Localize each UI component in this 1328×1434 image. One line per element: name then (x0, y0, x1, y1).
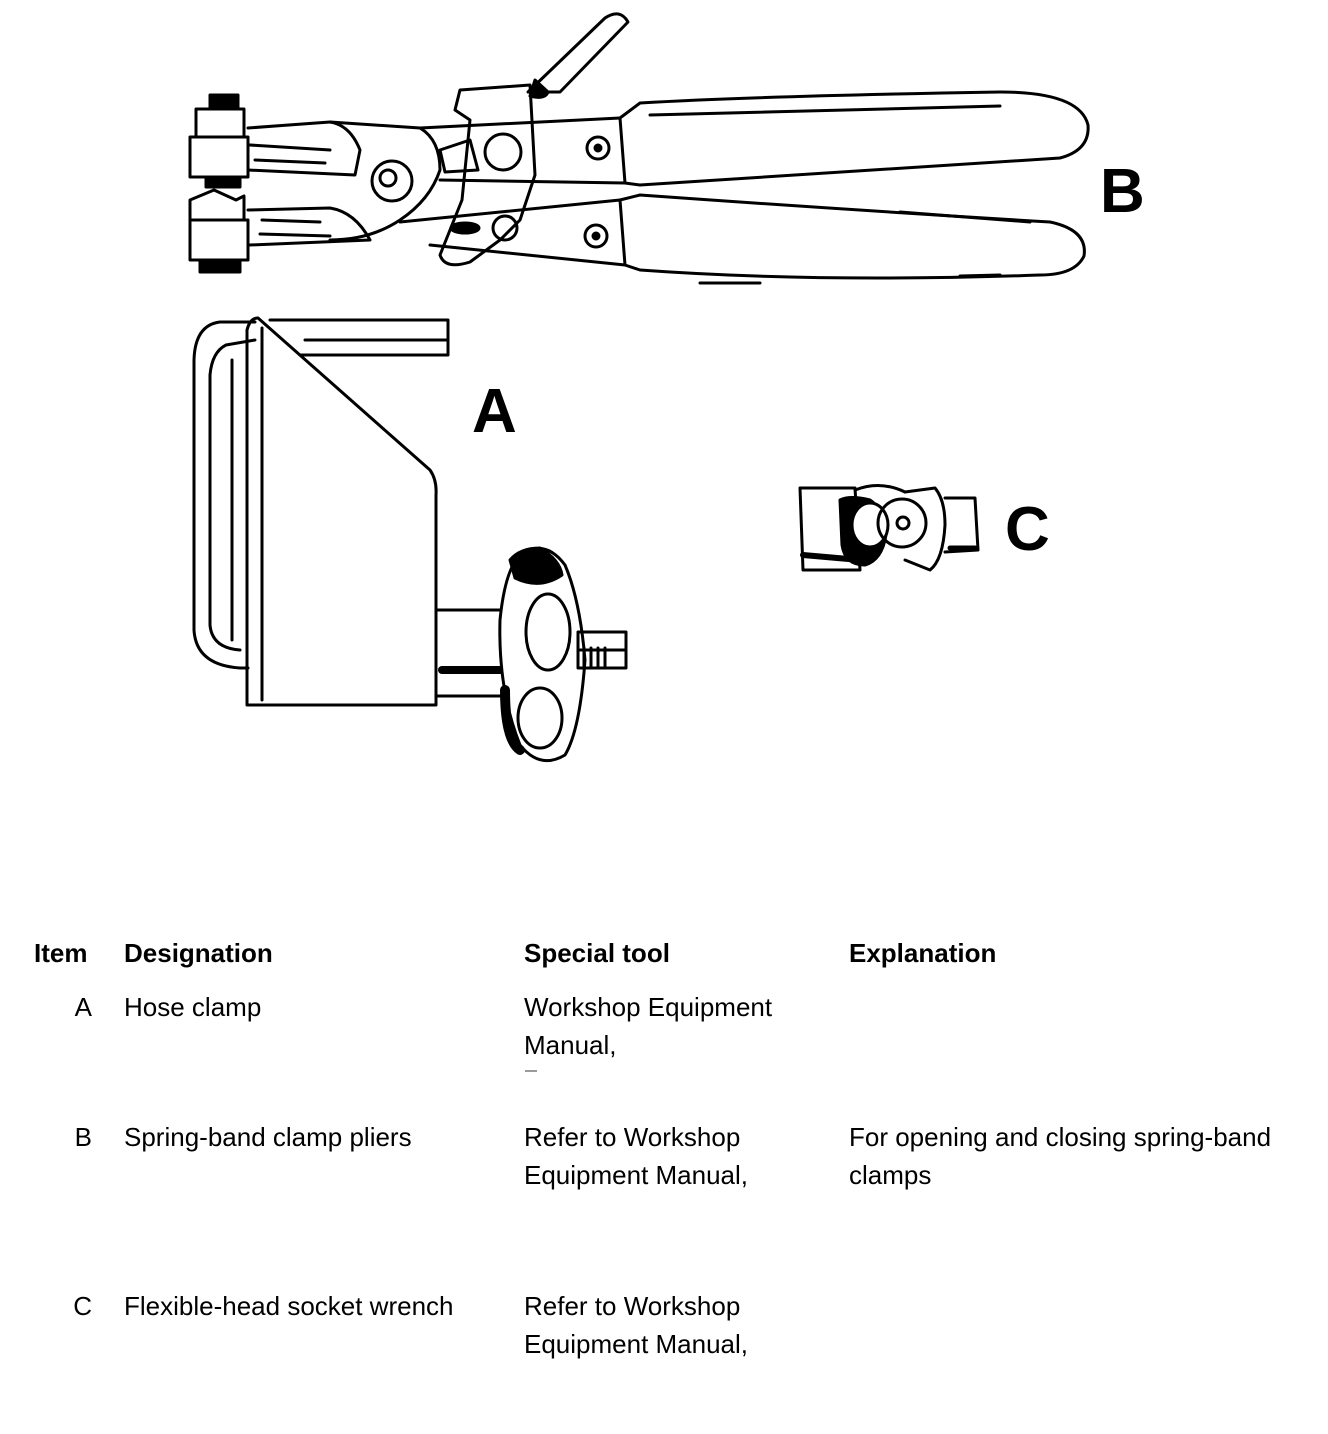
row-special-tool-line-1: Refer to Workshop (524, 1291, 741, 1321)
hose-clamp-drawing (192, 316, 628, 763)
row-designation: Flexible-head socket wrench (124, 1291, 454, 1321)
callout-c: C (1005, 495, 1050, 564)
header-special-tool: Special tool (524, 938, 670, 968)
callout-b: B (1100, 157, 1145, 226)
row-explanation-line-2: clamps (849, 1160, 932, 1190)
row-special-tool-line-2: Equipment Manual, (524, 1329, 749, 1359)
callout-a: A (472, 377, 517, 446)
row-item-label: A (74, 992, 92, 1022)
spring-band-clamp-pliers-drawing (188, 12, 1090, 285)
row-special-tool-line-2: Equipment Manual, (524, 1160, 749, 1190)
row-special-tool-line-2: Manual, (524, 1030, 617, 1060)
row-special-tool-line-1: Workshop Equipment (524, 992, 773, 1022)
row-item-label: C (73, 1291, 92, 1321)
header-designation: Designation (124, 938, 273, 968)
row-item-label: B (74, 1122, 92, 1152)
header-explanation: Explanation (849, 938, 997, 968)
row-special-tool-line-1: Refer to Workshop (524, 1122, 741, 1152)
special-tools-illustration: B A C (188, 12, 1145, 763)
header-item: Item (34, 938, 88, 968)
flexible-head-socket-drawing (798, 484, 980, 572)
row-explanation-line-1: For opening and closing spring-band (849, 1122, 1272, 1152)
row-designation: Hose clamp (124, 992, 262, 1022)
cut-off-text-mark (525, 1070, 537, 1072)
row-designation: Spring-band clamp pliers (124, 1122, 412, 1152)
